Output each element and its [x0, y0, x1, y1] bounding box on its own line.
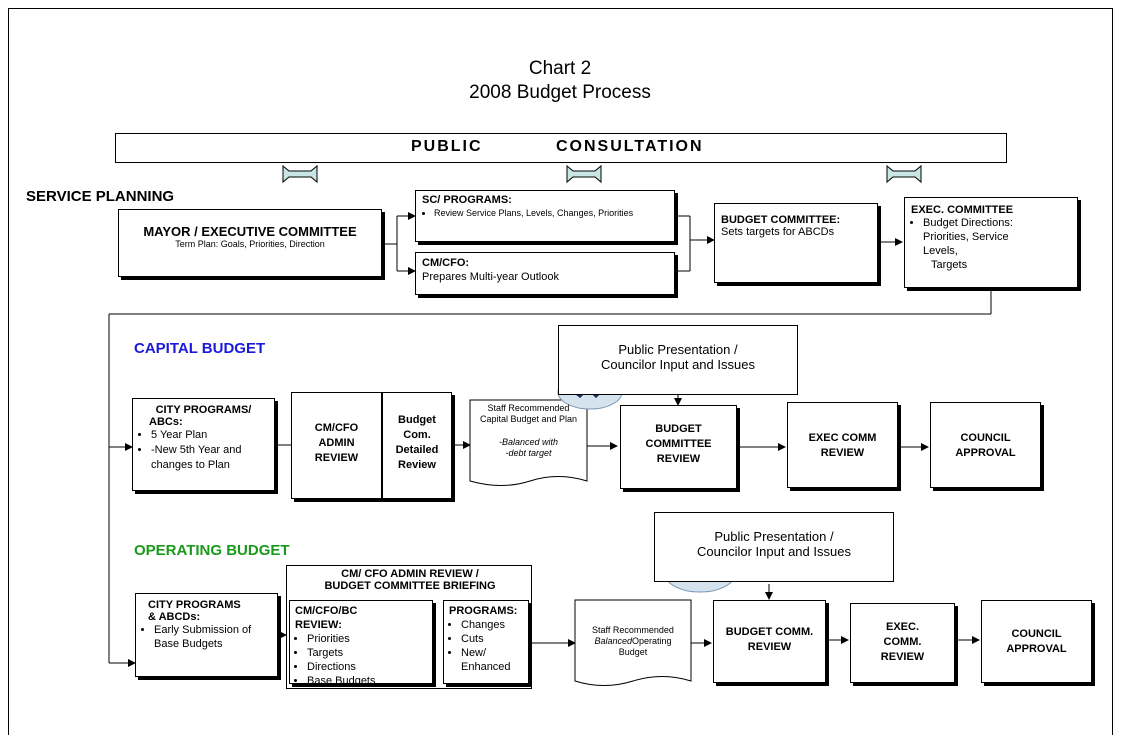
capital-staff-l3: -Balanced with	[498, 437, 559, 447]
capital-city-programs-item: -New 5th Year and changes to Plan	[151, 443, 268, 473]
capital-admin-l2: ADMIN	[318, 437, 355, 449]
operating-programs-item: Changes	[461, 618, 523, 632]
operating-programs-item: Cuts	[461, 632, 523, 646]
operating-cmcfobc-title-2: REVIEW:	[295, 619, 342, 631]
capital-staff-doc-text: Staff Recommended Capital Budget and Pla…	[470, 403, 587, 459]
cmcfo-sub: Prepares Multi-year Outlook	[422, 271, 559, 283]
operating-city-programs-box: CITY PROGRAMS & ABCDs: Early Submission …	[135, 593, 278, 677]
operating-admin-title-1: CM/ CFO ADMIN REVIEW /	[341, 568, 479, 580]
capital-admin-l3: REVIEW	[314, 452, 359, 464]
budget-committee-sub: Sets targets for ABCDs	[721, 226, 835, 238]
capital-council-l1: COUNCIL	[960, 432, 1011, 444]
operating-cmcfobc-item: Base Budgets	[307, 674, 427, 688]
operating-public-presentation-box: Public Presentation / Councilor Input an…	[654, 512, 894, 582]
chart-frame	[8, 8, 1113, 735]
capital-exec-l1: EXEC COMM	[808, 432, 877, 444]
operating-staff-l1: Staff Recommended	[592, 625, 674, 635]
operating-programs-title: PROGRAMS:	[449, 605, 518, 617]
capital-bc-l3: REVIEW	[656, 453, 701, 465]
operating-exec-l1: EXEC.	[885, 621, 919, 633]
capital-city-programs-title-1: CITY PROGRAMS/	[155, 404, 252, 416]
operating-bc-review-box: BUDGET COMM. REVIEW	[713, 600, 826, 683]
capital-staff-l1: Staff Recommended	[487, 403, 570, 413]
capital-budget-com-l4: Review	[398, 459, 436, 471]
capital-budget-com-l1: Budget	[398, 414, 436, 426]
budget-committee-title: BUDGET COMMITTEE:	[721, 214, 841, 226]
capital-bc-l1: BUDGET	[655, 423, 702, 435]
operating-admin-title-2: BUDGET COMMITTEE BRIEFING	[324, 580, 496, 592]
chart-title: Chart 2 2008 Budget Process	[380, 57, 740, 105]
exec-committee-item: Targets	[931, 259, 968, 271]
operating-public-line-2: Councilor Input and Issues	[697, 544, 851, 559]
sc-programs-box: SC/ PROGRAMS: Review Service Plans, Leve…	[415, 190, 675, 242]
operating-exec-review-box: EXEC. COMM. REVIEW	[850, 603, 955, 683]
sc-programs-title: SC/ PROGRAMS:	[422, 194, 512, 206]
capital-exec-review-box: EXEC COMM REVIEW	[787, 402, 898, 488]
capital-council-box: COUNCIL APPROVAL	[930, 402, 1041, 488]
capital-exec-l2: REVIEW	[820, 447, 865, 459]
title-line-1: Chart 2	[528, 58, 592, 79]
capital-public-line-2: Councilor Input and Issues	[601, 357, 755, 372]
capital-staff-l2: Capital Budget and Plan	[479, 414, 578, 424]
operating-bc-l2: REVIEW	[747, 641, 792, 653]
operating-admin-group-title: CM/ CFO ADMIN REVIEW / BUDGET COMMITTEE …	[287, 568, 533, 592]
exec-committee-item: Priorities, Service	[923, 231, 1009, 243]
capital-staff-l4: -debt target	[505, 448, 552, 458]
operating-staff-l2: Balanced	[594, 636, 632, 646]
capital-public-line-1: Public Presentation /	[618, 342, 738, 357]
capital-city-programs-item: 5 Year Plan	[151, 428, 268, 443]
operating-city-programs-title-2: & ABCDs:	[148, 611, 201, 623]
consultation-word: CONSULTATION	[556, 138, 704, 155]
operating-cmcfobc-title-1: CM/CFO/BC	[295, 605, 358, 617]
capital-bc-l2: COMMITTEE	[645, 438, 712, 450]
budget-committee-box: BUDGET COMMITTEE: Sets targets for ABCDs	[714, 203, 878, 283]
capital-public-presentation-box: Public Presentation / Councilor Input an…	[558, 325, 798, 395]
capital-admin-l1: CM/CFO	[314, 422, 359, 434]
operating-staff-doc-text: Staff Recommended BalancedOperating Budg…	[575, 625, 691, 658]
capital-bc-review-box: BUDGET COMMITTEE REVIEW	[620, 405, 737, 489]
capital-budget-com-l2: Com.	[403, 429, 431, 441]
operating-programs-box: PROGRAMS: Changes Cuts New/ Enhanced	[443, 600, 529, 684]
operating-council-l1: COUNCIL	[1011, 628, 1062, 640]
capital-budget-heading: CAPITAL BUDGET	[134, 340, 266, 357]
sc-programs-item: Review Service Plans, Levels, Changes, P…	[434, 208, 668, 218]
capital-budget-com-l3: Detailed	[395, 444, 439, 456]
public-word: PUBLIC	[411, 138, 483, 155]
exec-committee-item: Budget Directions:	[923, 216, 1071, 230]
mayor-title: MAYOR / EXECUTIVE COMMITTEE	[143, 224, 357, 239]
cmcfo-title: CM/CFO:	[422, 257, 470, 269]
operating-council-box: COUNCIL APPROVAL	[981, 600, 1092, 683]
mayor-sub: Term Plan: Goals, Priorities, Direction	[175, 239, 325, 249]
operating-bc-l1: BUDGET COMM.	[725, 626, 814, 638]
operating-programs-item: New/ Enhanced	[461, 646, 523, 674]
operating-staff-l3: Operating	[632, 636, 672, 646]
exec-committee-box: EXEC. COMMITTEE Budget Directions: Prior…	[904, 197, 1078, 288]
exec-committee-title: EXEC. COMMITTEE	[911, 204, 1014, 216]
capital-city-programs-box: CITY PROGRAMS/ ABCs: 5 Year Plan -New 5t…	[132, 398, 275, 491]
operating-exec-l2: COMM.	[883, 636, 922, 648]
operating-cmcfobc-item: Priorities	[307, 632, 427, 646]
operating-public-line-1: Public Presentation /	[714, 529, 834, 544]
capital-admin-review-box: CM/CFO ADMIN REVIEW	[291, 392, 382, 499]
exec-committee-item: Levels,	[923, 245, 958, 257]
title-line-2: 2008 Budget Process	[469, 82, 651, 103]
capital-budget-com-box: Budget Com. Detailed Review	[382, 392, 452, 499]
operating-city-programs-item: Early Submission of Base Budgets	[154, 623, 271, 651]
capital-city-programs-title-2: ABCs:	[149, 416, 183, 428]
capital-council-l2: APPROVAL	[955, 447, 1016, 459]
operating-council-l2: APPROVAL	[1006, 643, 1067, 655]
operating-cmcfobc-box: CM/CFO/BC REVIEW: Priorities Targets Dir…	[289, 600, 433, 687]
mayor-exec-box: MAYOR / EXECUTIVE COMMITTEE Term Plan: G…	[118, 209, 382, 277]
cmcfo-box: CM/CFO: Prepares Multi-year Outlook	[415, 252, 675, 295]
operating-budget-heading: OPERATING BUDGET	[134, 542, 290, 559]
service-planning-heading: SERVICE PLANNING	[26, 188, 175, 205]
operating-city-programs-title-1: CITY PROGRAMS	[148, 599, 241, 611]
operating-cmcfobc-item: Targets	[307, 646, 427, 660]
operating-cmcfobc-item: Directions	[307, 660, 427, 674]
operating-staff-l4: Budget	[618, 647, 648, 657]
public-consultation-banner: PUBLIC CONSULTATION	[115, 133, 1007, 163]
operating-exec-l3: REVIEW	[880, 651, 925, 663]
